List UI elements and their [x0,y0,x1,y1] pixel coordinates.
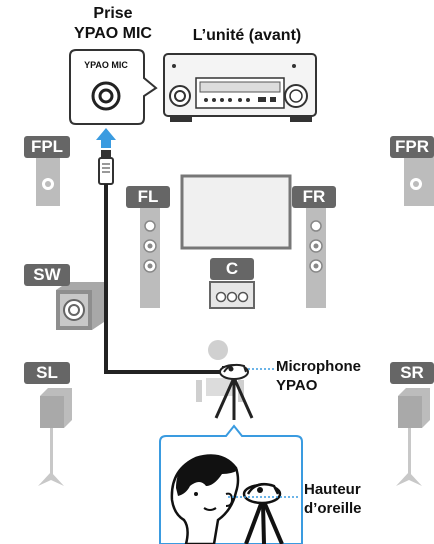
microphone-icon [214,363,274,420]
jack-callout [69,49,158,125]
c-label: C [210,258,254,280]
microphone-label-line1: Microphone [276,358,361,375]
fr-label: FR [292,186,336,208]
jack-title-line1: Prise [93,5,133,22]
sw-label: SW [24,264,70,286]
ear-height-callout [159,424,303,544]
microphone-label-line2: YPAO [276,377,318,394]
fl-speaker [140,208,160,308]
c-speaker [209,281,255,309]
sl-label: SL [24,362,70,384]
tv [180,174,292,250]
ear-height-label: Hauteur d’oreille [304,480,362,518]
fr-speaker [306,208,326,308]
microphone-label: Microphone YPAO [276,357,361,395]
unit-title: L’unité (avant) [192,27,302,44]
jack-panel-label: YPAO MIC [84,60,128,70]
ear-height-label-line2: d’oreille [304,500,362,517]
sr-label: SR [390,362,434,384]
sw-speaker [56,282,104,330]
receiver-front [163,53,317,122]
fl-label: FL [126,186,170,208]
jack-title: Prise YPAO MIC [58,4,168,44]
ear-height-label-line1: Hauteur [304,481,361,498]
sl-speaker [38,388,72,486]
fpr-label: FPR [390,136,434,158]
connect-arrow [96,128,116,148]
sr-speaker [396,388,430,486]
jack-title-line2: YPAO MIC [74,25,152,42]
fpl-label: FPL [24,136,70,158]
